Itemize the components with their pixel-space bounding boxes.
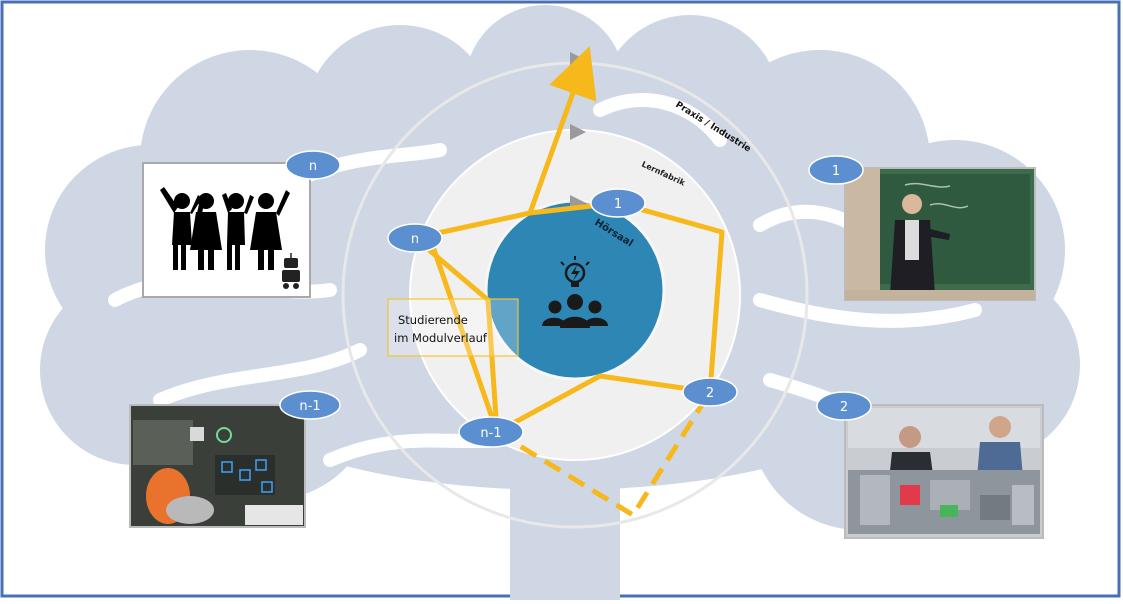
badge-top-right-label: 1 (832, 164, 840, 179)
photo-top-left (142, 162, 311, 298)
node-middle-2: 2 (682, 377, 738, 407)
node-middle-n-minus-1-label: n-1 (480, 426, 501, 441)
node-inner-1-label: 1 (614, 197, 622, 212)
annotation-box (387, 298, 519, 357)
photo-bottom-right (844, 404, 1044, 539)
badge-top-left-label: n (309, 159, 317, 174)
badge-bottom-left-label: n-1 (299, 399, 320, 414)
robot-icon (282, 253, 300, 289)
learning-path (413, 46, 725, 518)
node-middle-n-label: n (411, 232, 419, 247)
node-inner-1: 1 (590, 188, 646, 218)
annotation-line-2: im Modulverlauf (394, 331, 488, 345)
badge-bottom-right-label: 2 (840, 400, 848, 415)
annotation-line-1: Studierende (398, 313, 468, 327)
team-celebration-icon (160, 187, 290, 270)
badge-bottom-right: 2 (816, 391, 872, 421)
node-middle-n: n (387, 223, 443, 253)
lightbulb-group-icon (542, 256, 608, 328)
photo-top-right (844, 167, 1036, 301)
node-middle-n-minus-1: n-1 (458, 416, 524, 448)
photo-bottom-left (129, 404, 306, 528)
badge-bottom-left: n-1 (279, 390, 341, 420)
node-middle-2-label: 2 (706, 386, 714, 401)
badge-top-left: n (285, 150, 341, 180)
badge-top-right: 1 (808, 155, 864, 185)
